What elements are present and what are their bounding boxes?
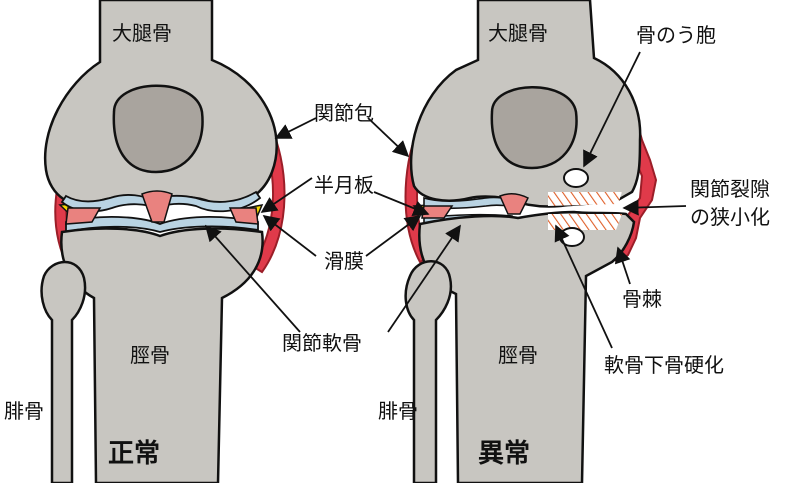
leader-bone-cyst — [583, 51, 641, 168]
abnormal-knee — [404, 0, 658, 483]
joint-space-label-line1: 関節裂隙 — [690, 177, 770, 201]
abnormal-sclerosis-tibial — [548, 214, 622, 230]
cartilage-label: 関節軟骨 — [282, 331, 362, 355]
leader-lines — [204, 51, 687, 349]
normal-caption: 正常 — [108, 439, 160, 469]
abnormal-tibia-label: 脛骨 — [498, 343, 538, 367]
joint-space-label-line2: の狭小化 — [690, 205, 770, 229]
normal-femur-marrow — [112, 84, 204, 174]
leader-joint-space — [622, 199, 687, 216]
leader-cartilage-abnormal — [387, 224, 461, 333]
normal-knee — [40, 0, 286, 483]
abnormal-sclerosis-femoral — [548, 192, 622, 206]
normal-fibula — [40, 260, 87, 483]
leader-synovium-abnormal — [365, 215, 422, 257]
normal-tibia-label: 脛骨 — [130, 343, 170, 367]
normal-tibial-cartilage — [65, 216, 259, 234]
normal-meniscus-right — [228, 207, 259, 225]
synovium-label: 滑膜 — [324, 249, 364, 273]
abnormal-femur-label: 大腿骨 — [488, 21, 548, 45]
leader-meniscus-abnormal — [373, 191, 430, 217]
leader-sclerosis — [554, 224, 613, 349]
meniscus-label: 半月板 — [314, 173, 374, 197]
leader-synovium-normal — [262, 215, 317, 257]
leader-capsule-abnormal — [367, 117, 410, 158]
abnormal-fibula-label: 腓骨 — [378, 399, 418, 423]
abnormal-meniscus-center — [498, 193, 530, 215]
normal-femur-label: 大腿骨 — [112, 21, 172, 45]
normal-meniscus-left — [65, 207, 102, 225]
labels: 大腿骨 脛骨 腓骨 正常 大腿骨 脛骨 腓骨 異常 関節包 半月板 滑膜 関節軟… — [4, 21, 770, 469]
leader-osteophyte — [614, 246, 631, 285]
osteophyte-label: 骨棘 — [622, 287, 662, 311]
leader-cartilage-normal — [204, 224, 301, 333]
abnormal-femur-marrow — [490, 86, 578, 170]
leader-meniscus-normal — [260, 177, 313, 213]
normal-meniscus-center — [141, 190, 173, 223]
normal-fibula-label: 腓骨 — [4, 399, 44, 423]
leader-capsule-normal — [274, 117, 317, 139]
sclerosis-label: 軟骨下骨硬化 — [604, 353, 724, 377]
abnormal-bone-cyst-femoral — [563, 168, 589, 188]
capsule-label: 関節包 — [314, 101, 374, 125]
abnormal-caption: 異常 — [478, 439, 530, 469]
bone-cyst-label: 骨のう胞 — [636, 23, 716, 47]
